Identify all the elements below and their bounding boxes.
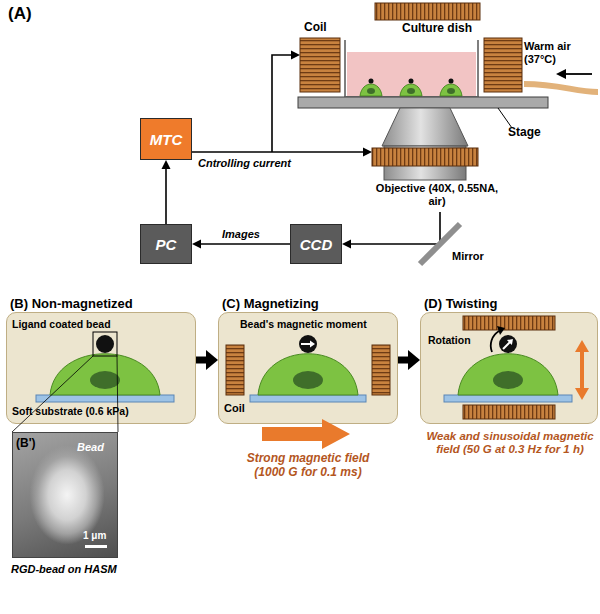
connector xyxy=(398,350,420,370)
arrow-head xyxy=(575,388,589,400)
arrow-head xyxy=(507,337,515,345)
arrow-head xyxy=(162,160,171,169)
coil xyxy=(372,345,390,395)
panel-title: (C) Magnetizing xyxy=(222,296,319,311)
soft-substrate xyxy=(250,395,366,402)
scale-label: 1 μm xyxy=(83,530,106,541)
nucleus xyxy=(90,371,120,389)
controller-box: MTC xyxy=(140,118,192,160)
image-label: Bead xyxy=(77,441,104,453)
control-wire xyxy=(272,55,292,152)
culture-medium xyxy=(347,52,476,96)
arrow-head xyxy=(556,69,566,79)
image-caption: RGD-bead on HASM xyxy=(11,563,117,575)
cell xyxy=(258,354,358,395)
bead xyxy=(409,79,414,84)
control-wire xyxy=(192,151,364,153)
box-label: MTC xyxy=(150,131,183,148)
nucleus xyxy=(447,88,455,94)
part-label: Culture dish xyxy=(402,22,472,36)
arrow-head xyxy=(408,350,420,370)
camera-box: CCD xyxy=(290,224,342,264)
edge-label: Images xyxy=(201,228,281,241)
coil xyxy=(484,38,522,92)
part-label: Stage xyxy=(508,126,541,140)
field-note: Weak and sinusoidal magnetic field (50 G… xyxy=(424,430,596,456)
bead xyxy=(299,335,317,353)
field-note: Strong magnetic field (1000 G for 0.1 ms… xyxy=(236,452,380,480)
box-label: PC xyxy=(156,236,177,253)
connector-line xyxy=(398,357,409,364)
stage xyxy=(298,97,548,108)
nucleus xyxy=(407,88,415,94)
field-arrow xyxy=(580,350,584,390)
zoom-box xyxy=(93,332,117,356)
rotation-arrow xyxy=(491,331,499,352)
arrow-head xyxy=(291,51,300,60)
coil xyxy=(463,316,555,330)
moment-arrow xyxy=(503,342,510,349)
part-label: Warm air (37°C) xyxy=(524,40,598,65)
arrow-head xyxy=(206,350,218,370)
bead xyxy=(449,79,454,84)
coil xyxy=(375,3,480,20)
nucleus xyxy=(367,88,375,94)
computer-box: PC xyxy=(140,224,192,264)
arrow-head xyxy=(342,240,351,249)
light-path xyxy=(350,212,440,244)
connector-line xyxy=(196,357,207,364)
zoom-line xyxy=(12,356,93,432)
leader-line xyxy=(498,108,512,128)
panel-title: (B) Non-magnetized xyxy=(10,296,133,311)
soft-substrate xyxy=(36,395,174,402)
cell xyxy=(360,84,382,96)
nucleus xyxy=(493,371,523,389)
field-arrow xyxy=(262,419,350,449)
signal-label: Cntrolling current xyxy=(198,157,291,170)
connector-line xyxy=(165,168,167,224)
coil xyxy=(226,345,244,395)
arrow-head xyxy=(192,240,201,249)
air-tube xyxy=(524,84,598,92)
arrow-head xyxy=(575,340,589,352)
arrow-head xyxy=(363,148,372,157)
connector xyxy=(196,350,218,370)
moment-arrow-group xyxy=(501,337,516,352)
bead xyxy=(499,335,517,353)
panel-title: (D) Twisting xyxy=(424,296,497,311)
arrow-head xyxy=(310,341,315,348)
cell xyxy=(50,354,160,395)
sem-inset: (B')Bead1 μmRGD-bead on HASM xyxy=(12,432,118,558)
box-label: CCD xyxy=(300,236,333,253)
bead xyxy=(96,335,114,353)
connector-line xyxy=(200,243,290,245)
zoom-line xyxy=(117,356,118,432)
part-label: Coil xyxy=(304,21,327,35)
panel-letter: (B') xyxy=(16,436,36,450)
connector xyxy=(192,240,290,249)
cell xyxy=(400,84,422,96)
air-arrow xyxy=(564,73,592,75)
coil xyxy=(463,405,555,419)
part-label: Mirror xyxy=(452,250,484,263)
scale-bar xyxy=(85,545,107,548)
connector xyxy=(162,160,171,224)
arrow-head xyxy=(497,326,505,335)
moment-arrow xyxy=(301,343,311,345)
nucleus xyxy=(293,371,323,389)
coil xyxy=(372,148,478,166)
cell xyxy=(458,354,558,395)
culture-dish xyxy=(345,40,478,97)
mirror xyxy=(420,224,460,264)
objective-cone xyxy=(382,108,468,146)
cell xyxy=(440,84,462,96)
coil xyxy=(300,38,340,92)
part-label: Objective (40X, 0.55NA, air) xyxy=(375,182,499,207)
bead xyxy=(369,79,374,84)
panel-letter: (A) xyxy=(8,4,32,24)
soft-substrate xyxy=(444,395,572,402)
